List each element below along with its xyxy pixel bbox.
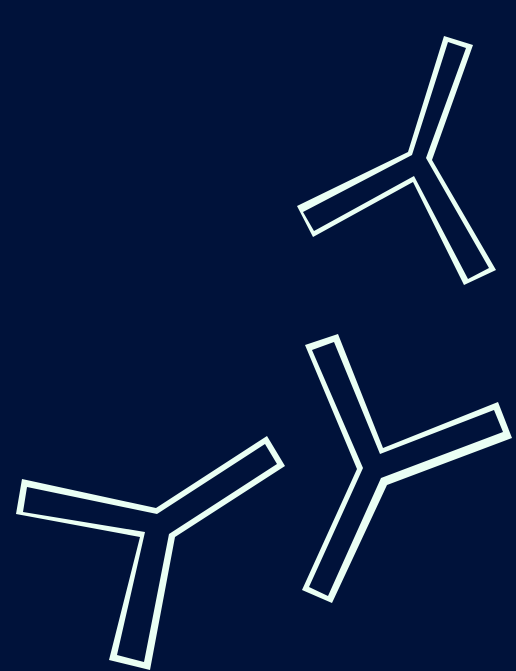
three-armed-outline-icon [297,36,496,285]
three-armed-outline-icon [302,334,512,603]
three-armed-outline-icon [16,436,285,670]
tripod-shape-top-right [297,36,496,285]
tripod-shape-bottom-right [302,334,512,603]
tripod-shape-bottom-left [16,436,285,670]
